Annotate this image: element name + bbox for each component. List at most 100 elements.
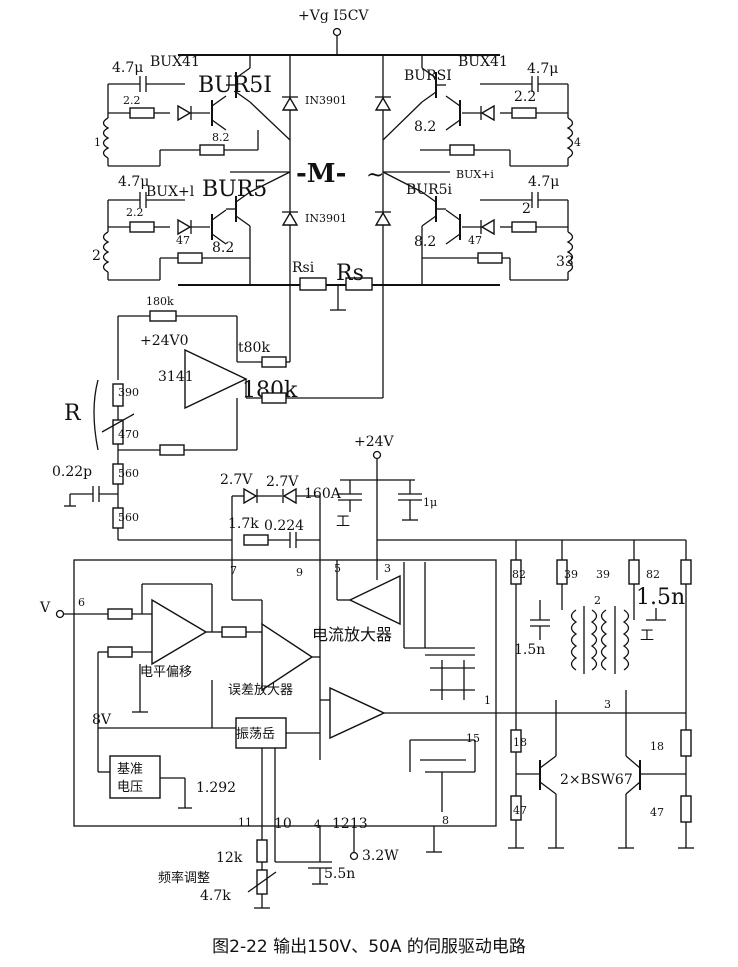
zener-b-label: 2.7V [266,474,299,490]
diode-top-left [281,96,299,111]
res-82-br-label: 8.2 [414,234,436,250]
pin-6-label: 6 [78,596,85,609]
pin-3-label: 3 [384,562,391,575]
coil-1-label: 1 [94,136,101,149]
cap-55n-label: 5.5n [324,866,355,882]
v-1292-label: 1.292 [196,780,236,796]
res-18b-label: 18 [650,740,664,753]
res-22-tl-label: 2.2 [123,94,141,107]
label-160a: 160A [304,486,342,502]
res-17k-label: 1.7k [228,516,259,532]
level-shift-amplifier [151,598,208,666]
cap-tl-label: 4.7μ [112,60,143,76]
res-18a-label: 18 [513,736,527,749]
coil-4-label: 4 [574,136,581,149]
cap-15n-b-label: 1.5n [636,585,685,610]
cap-br-label: 4.7μ [528,174,559,190]
pin-1-label: 1 [484,694,491,707]
rs-resistor [345,277,373,291]
current-amplifier [348,574,401,626]
res-82b-label: 82 [646,568,660,581]
bux-tl-label: BUX41 [150,54,200,70]
bur-tr-label: BURSI [404,68,452,84]
error-amp-label: 误差放大器 [228,683,293,698]
ground-sym-b-label: 工 [640,628,654,644]
coil-33-label: 33 [556,254,574,270]
pin-7-label: 7 [230,564,237,577]
pin-10-label: 10 [274,816,292,832]
res-82a-label: 82 [512,568,526,581]
current-amp-label: 电流放大器 [312,625,392,644]
diode-bot-label: IN3901 [305,212,347,225]
res-47k-label: 4.7k [200,888,231,904]
supply-24v0-label: +24V0 [140,333,189,349]
control-ic-section: 7 9 5 3 V 6 电平偏移 误差放大器 电流 [39,559,497,909]
ground-sym-label: 工 [336,514,350,530]
bux-bl-label: BUX+l [146,184,195,200]
pin-11-label: 11 [238,816,252,829]
cap-tr-label: 4.7μ [527,61,558,77]
driver-module-bottom-right: BUX+i 4.7μ BUR5i 2 8.2 47 [382,168,574,285]
coil-2-label: 2 [92,248,101,264]
diode-bot-right [374,211,392,226]
rsi-resistor [299,277,327,291]
freq-adjust-label: 频率调整 [158,870,210,886]
supply-24v-label: +24V [354,434,395,450]
pin-1213-label: 1213 [332,816,368,832]
bux-tr-label: BUX41 [458,54,508,70]
res-560b-label: 560 [118,511,139,524]
cap-022p-label: 0.22p [52,464,92,480]
oscillator-label: 振荡岳 [236,727,275,742]
t-pin-3-label: 3 [604,698,611,711]
r180k-top-label: 180k [146,295,174,308]
r180k-mid-label: t80k [238,340,270,356]
figure-caption: 图2-22 输出150V、50A 的伺服驱动电路 [212,937,526,957]
res-390-label: 390 [118,386,139,399]
zener-a-label: 2.7V [220,472,253,488]
ic-output-stage [403,562,494,812]
cap-0224-label: 0.224 [264,518,304,534]
motor-label: -M- [296,159,346,189]
driver-module-top-left: 4.7μ BUX41 BUR5I 2.2 [94,54,291,167]
bur-br-label: BUR5i [406,182,453,198]
ref-voltage-label-2: 电压 [117,780,143,795]
diode-top-right [374,96,392,111]
res-12k-label: 12k [216,850,243,866]
label-8v: 8V [92,712,112,728]
cap-bl-label: 4.7μ [118,174,149,190]
r-label: R [64,401,82,426]
level-shift-label: 电平偏移 [140,665,192,680]
res-47b-label: 47 [650,806,664,819]
cap-15n-a-label: 1.5n [514,642,545,658]
feedback-amplifier-section: 180k +24V0 3141 t80k 180k 390 470 R [52,285,384,541]
res-82-tr-label: 8.2 [414,119,436,135]
pin-15-label: 15 [466,732,480,745]
res-22-tr-label: 2.2 [514,89,536,105]
bux-br-label: BUX+i [456,168,494,181]
h-bridge-section: +Vg I5CV IN3901 IN3901 -M- [92,8,581,311]
v-32w-label: 3.2W [362,848,399,864]
transistor-pair-label: 2×BSW67 [560,772,633,788]
driver-module-top-right: BUX41 4.7μ BURSI 2.2 8.2 [382,54,581,167]
res-47-br-label: 47 [468,234,482,247]
res-39a-label: 39 [564,568,578,581]
ref-voltage-label-1: 基准 [117,762,143,777]
diode-bot-left [281,211,299,226]
res-560a-label: 560 [118,467,139,480]
ic-outline [73,559,497,827]
t-pin-2-label: 2 [594,594,601,607]
opamp-3141 [184,348,248,410]
supply-terminal [332,27,342,37]
res-22-br-label: 2 [522,201,531,217]
output-driver-section: 82 39 39 82 2 3 1.5n 1.5n 工 [377,539,694,849]
res-47a-label: 47 [513,804,527,817]
pwm-comparator [329,686,386,740]
pin-9-label: 9 [296,566,303,579]
pin-4-label: 4 [314,818,321,831]
res-22-bl-label: 2.2 [126,206,144,219]
res-39b-label: 39 [596,568,610,581]
reference-block [109,755,161,799]
error-amplifier [261,622,314,692]
supply-and-zener-section: +24V 工 1μ 2.7V 2.7V 160A 1.7k 0.224 [220,434,437,600]
